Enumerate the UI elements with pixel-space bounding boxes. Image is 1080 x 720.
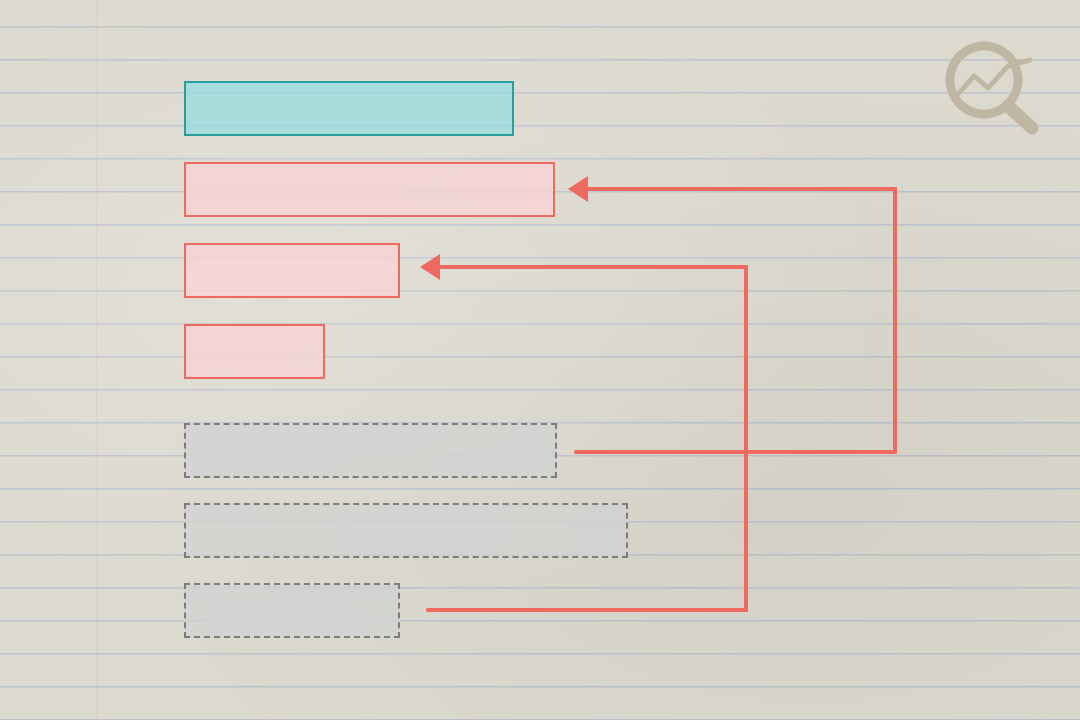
connector-2-line xyxy=(426,265,748,612)
connector-2-arrowhead-icon xyxy=(420,254,440,280)
connector-1-arrowhead-icon xyxy=(568,176,588,202)
placeholder-bar-2 xyxy=(184,503,628,558)
connector-1-line xyxy=(574,187,897,454)
connector-2 xyxy=(420,254,748,612)
placeholder-bar-1 xyxy=(184,423,557,478)
target-bar-3 xyxy=(184,324,325,379)
target-bar-1 xyxy=(184,162,555,217)
connector-1 xyxy=(568,176,897,454)
magnifier-chart-icon xyxy=(945,41,1039,135)
target-bar-2 xyxy=(184,243,400,298)
header-bar-teal xyxy=(184,81,514,136)
placeholder-bar-3 xyxy=(184,583,400,638)
paper-margin-line xyxy=(96,0,97,720)
